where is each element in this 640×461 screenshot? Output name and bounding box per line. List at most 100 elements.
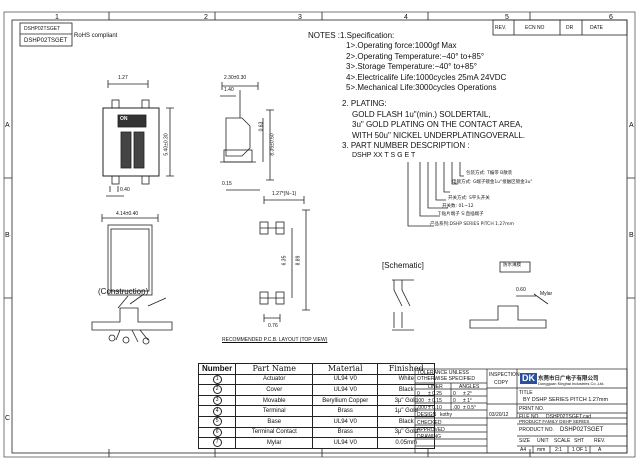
unit-label: UNIT (537, 438, 549, 444)
title-value: BY DSHP SERIES PITCH 1.27mm (523, 397, 609, 403)
bom-material: UL94 V0 (312, 437, 379, 449)
zone-row-b: B (5, 232, 10, 239)
company-logo: DK (520, 373, 537, 384)
mylar-detail-drawing (469, 261, 549, 329)
zone-row-b-right: B (629, 232, 634, 239)
pn-legend-line: 产品系列:DSHP SERIES PITCH 1.27mm (430, 222, 514, 227)
bom-material: UL94 V0 (312, 373, 379, 386)
bom-material: UL94 V0 (312, 384, 379, 396)
zone-col-2: 2 (204, 14, 208, 21)
spec-line: 3>.Storage Temperature:−40° to+85° (346, 62, 478, 72)
pn-legend-line: 电镀方式: G端子镀金1u"接触区镀金3u" (452, 180, 533, 185)
table-row: 1 Actuator UL94 V0 White (197, 373, 436, 386)
zone-col-6: 6 (609, 14, 613, 21)
rohs-label: RoHS compliant (74, 33, 118, 39)
plating-line: GOLD FLASH 1u"(min.) SOLDERTAIL, (352, 109, 491, 119)
bom-finish: Black (377, 415, 436, 428)
bom-number: 5 (212, 417, 222, 427)
tol-cell: .000 (417, 405, 427, 411)
bom-material: Brass (312, 405, 379, 417)
print-no-label: PRINT NO. (519, 406, 545, 412)
dim-label: 0.15 (222, 181, 232, 187)
table-row: 6 Terminal Contact Brass 3μ" Gold (197, 426, 436, 439)
bom-part: Terminal (235, 405, 314, 417)
bom-number: 7 (212, 438, 222, 448)
size-label: SIZE (519, 438, 531, 444)
notes-heading: NOTES :1.Specification: (308, 31, 395, 40)
table-row: 4 Terminal Brass 1μ" Gold (197, 405, 436, 417)
design-label: DESIGN (417, 412, 437, 418)
bom-header: Material (312, 363, 379, 375)
bom-part: Movable (235, 394, 314, 407)
bom-number: 2 (212, 385, 222, 395)
side-view-drawing (220, 82, 274, 191)
size-value: A4 (520, 447, 527, 453)
plating-line: 3u" GOLD PLATING ON THE CONTACT AREA, (352, 120, 523, 130)
bom-finish: 3μ" Gold (377, 394, 436, 407)
tol-angles: ANGLES (459, 384, 480, 390)
tol-cell: 0 (417, 391, 420, 397)
outer-frame (3, 11, 636, 458)
plating-heading: 2. PLATING: (342, 99, 387, 109)
table-row: 2 Cover UL94 V0 Black (197, 384, 436, 396)
bom-material: Brass (312, 426, 379, 439)
scale-value: 2:1 (555, 447, 562, 453)
file-no-value: DSHP02TSGET.cad (546, 414, 592, 420)
checked-label: CHECKED (417, 420, 442, 426)
tol-cell: ± 1° (463, 398, 472, 404)
dim-label: 6.35 (281, 255, 288, 266)
bom-material: Beryllium Copper (312, 394, 379, 407)
inner-frame (11, 19, 628, 454)
product-family: PRODUCT FAMILY DSHP SERIES (519, 419, 590, 424)
tol-cell: ± 0.5° (463, 405, 477, 411)
date-header: DATE (590, 25, 603, 31)
scale-label: SCALE (554, 438, 571, 444)
pn-legend-line: T:贴片端子 S:直插端子 (438, 212, 484, 217)
pcb-layout-label: RECOMMENDED P.C.B. LAYOUT (TOP VIEW) (222, 337, 328, 343)
schematic-drawing (392, 279, 414, 331)
dim-label: 5.40±0.30 (163, 133, 170, 156)
bom-header: Part Name (235, 363, 314, 375)
tol-cell: ± 0.15 (428, 398, 442, 404)
title-label: TITLE (519, 390, 533, 396)
bom-material: UL94 V0 (312, 415, 379, 428)
zone-row-a-right: A (629, 122, 634, 129)
tol-cell: ± 2° (463, 391, 472, 397)
product-no-value: DSHP02TSGET (560, 427, 604, 433)
dim-label: 8.35±0.50 (269, 133, 276, 156)
company-name-en: Dongguan Kinghai Industries Co.,Ltd. (538, 381, 605, 386)
date-value: 03/20/12 (489, 412, 509, 418)
bom-finish: 0.05mm (377, 437, 436, 449)
schematic-label: [Schematic] (382, 261, 424, 270)
part-number-sub: DSHP02TSGET (24, 38, 68, 44)
bom-header: Number (197, 363, 237, 375)
bom-header: Finished (377, 363, 436, 375)
tol-cell: ± 0.25 (428, 391, 442, 397)
zone-row-a: A (5, 122, 10, 129)
copy-label: COPY (494, 380, 509, 386)
zone-col-1: 1 (55, 14, 59, 21)
tol-cell: 0 (453, 398, 456, 404)
zone-col-3: 3 (298, 14, 302, 21)
bom-number: 3 (212, 396, 222, 406)
bom-part: Base (235, 415, 314, 428)
tol-cell: .00 (453, 405, 460, 411)
tol-cell: 0 (453, 391, 456, 397)
table-row: 7 Mylar UL94 V0 0.05mm (197, 437, 436, 449)
zone-col-4: 4 (404, 14, 408, 21)
bom-number: 6 (212, 427, 222, 437)
part-label-box (19, 22, 73, 47)
pn-heading: 3. PART NUMBER DESCRIPTION : (342, 141, 470, 151)
rev-value: A (598, 447, 602, 453)
file-no-label: FILE NO. (519, 414, 540, 420)
table-row: 5 Base UL94 V0 Black (197, 415, 436, 428)
bom-part: Cover (235, 384, 314, 396)
tolerance-title: TOLERANCE UNLESS OTHERWISE SPECIFIED (417, 370, 475, 382)
part-number-label: DSHP02TSGET (24, 26, 61, 32)
bom-part: Terminal Contact (235, 426, 314, 439)
inspection-label: INSPECTION (489, 372, 520, 378)
pn-legend-line: 包装方式: T编带 B散装 (466, 171, 513, 176)
zone-row-c: C (5, 415, 11, 422)
